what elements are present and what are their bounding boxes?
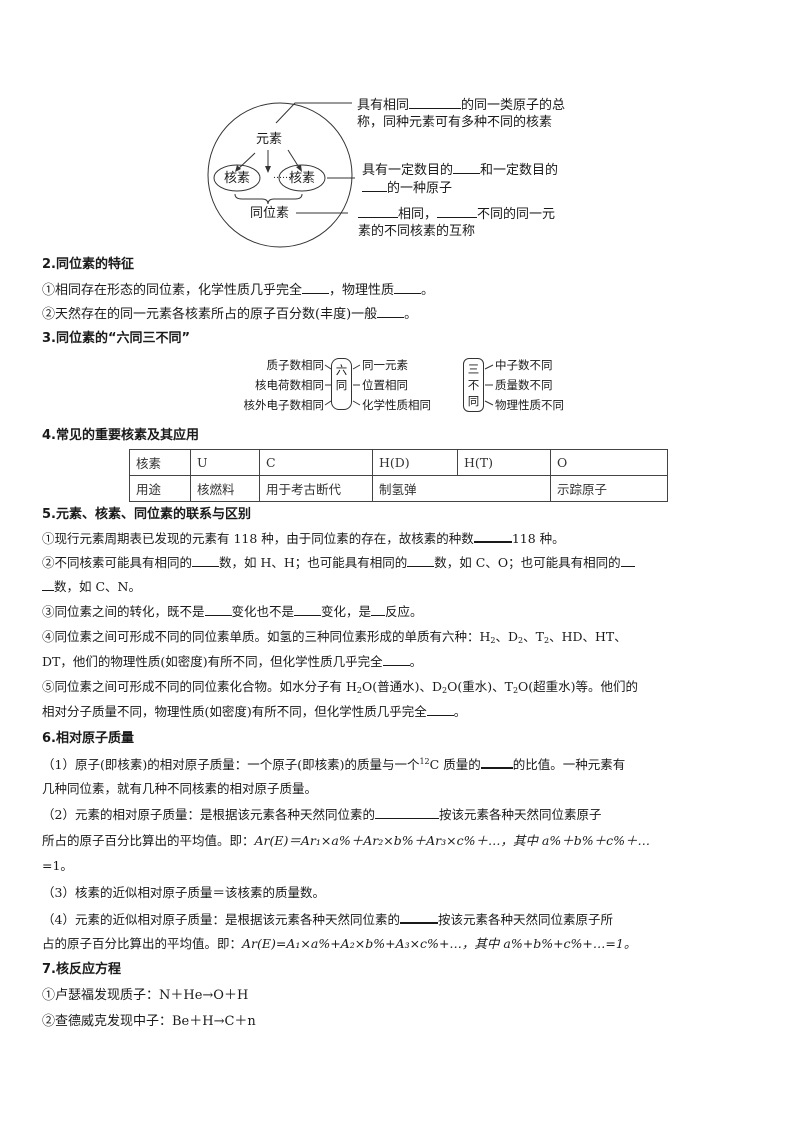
blank[interactable]: [294, 603, 322, 616]
section5-item4: ④同位素之间可形成不同的同位素单质。如氢的三种同位素形成的单质有六种：H2、D2…: [42, 629, 627, 645]
element-label: 元素: [256, 132, 283, 147]
desc3: 相同，不同的同一元 素的不同核素的互称: [358, 205, 556, 239]
section6-p1-cont: 几种同位素，就有几种不同核素的相对原子质量。: [42, 781, 318, 796]
left-item: 核电荷数相同: [255, 378, 324, 392]
desc1: 具有相同的同一类原子的总 称，同种元素可有多种不同的核素: [357, 96, 566, 130]
blank[interactable]: [620, 554, 635, 567]
blank[interactable]: [480, 755, 513, 769]
formula: Ar(E)=A₁×a%+A₂×b%+A₃×c%+…，其中 a%+b%+c%+…=…: [242, 936, 637, 951]
right-item: 同一元素: [362, 358, 408, 372]
blank[interactable]: [473, 529, 512, 543]
blank[interactable]: [394, 281, 422, 294]
three-diff-box: 三 不 同: [463, 358, 484, 412]
section2-heading: 2.同位素的特征: [42, 257, 134, 272]
section3-heading: 3.同位素的“六同三不同”: [42, 331, 191, 346]
table-row: 用途 核燃料 用于考古断代 制氢弹 示踪原子: [129, 475, 668, 502]
blank[interactable]: [407, 554, 435, 567]
nuclide-application-table: 核素 U C H(D) H(T) O 用途 核燃料 用于考古断代 制氢弹 示踪原…: [129, 449, 668, 502]
nuclide-right-label: 核素: [289, 171, 316, 186]
section5-item2: ②不同核素可能具有相同的数，如 H、H；也可能具有相同的数，如 C、O；也可能具…: [42, 554, 635, 572]
formula: Ar(E)＝Ar₁×a%＋Ar₂×b%＋Ar₃×c%＋…，其中 a%＋b%＋c%…: [254, 833, 651, 848]
right-item: 物理性质不同: [495, 398, 564, 412]
section5-item2-cont: 数，如 C、N。: [42, 578, 141, 596]
blank[interactable]: [382, 653, 410, 666]
section6-p4-cont: 占的原子百分比算出的平均值。即：Ar(E)=A₁×a%+A₂×b%+A₃×c%+…: [42, 936, 637, 951]
blank[interactable]: [302, 281, 330, 294]
section7-r2: ②查德威克发现中子：Be＋H→C＋n: [42, 1014, 256, 1029]
connector-lines: [324, 364, 494, 406]
section6-p1: （1）原子(即核素)的相对原子质量：一个原子(即核素)的质量与一个12C 质量的…: [42, 755, 626, 772]
right-item: 中子数不同: [495, 358, 553, 372]
section6-p2-end: =1。: [42, 858, 73, 873]
section5-heading: 5.元素、核素、同位素的联系与区别: [42, 507, 251, 522]
left-item: 质子数相同: [266, 358, 325, 372]
left-item: 核外电子数相同: [243, 398, 325, 412]
table-row: 核素 U C H(D) H(T) O: [129, 449, 668, 476]
blank[interactable]: [192, 554, 220, 567]
desc2: 具有一定数目的和一定数目的 的一种原子: [362, 161, 559, 196]
blank[interactable]: [42, 578, 54, 591]
nuclide-left-label: 核素: [224, 171, 251, 186]
blank[interactable]: [426, 703, 454, 716]
diagram-lines: [207, 102, 355, 248]
right-item: 化学性质相同: [362, 398, 431, 412]
section5-item5-cont: 相对分子质量不同，物理性质(如密度)有所不同，但化学性质几乎完全。: [42, 703, 467, 719]
blank[interactable]: [362, 179, 387, 192]
section6-p4: （4）元素的近似相对原子质量：是根据该元素各种天然同位素的按该元素各种天然同位素…: [42, 910, 613, 927]
section7-r1: ①卢瑟福发现质子：N＋He→O＋H: [42, 988, 249, 1003]
blank[interactable]: [358, 205, 398, 218]
six-same-box: 六 同: [331, 358, 352, 410]
section2-item2: ②天然存在的同一元素各核素所占的原子百分数(丰度)一般。: [42, 305, 418, 322]
blank[interactable]: [204, 603, 232, 616]
section6-p2-cont: 所占的原子百分比算出的平均值。即：Ar(E)＝Ar₁×a%＋Ar₂×b%＋Ar₃…: [42, 833, 651, 848]
isotope-label: 同位素: [250, 206, 290, 221]
blank[interactable]: [453, 161, 481, 174]
section6-heading: 6.相对原子质量: [42, 731, 134, 746]
blank[interactable]: [377, 305, 405, 318]
right-item: 位置相同: [362, 378, 408, 392]
section5-item4-cont: DT，他们的物理性质(如密度)有所不同，但化学性质几乎完全。: [42, 653, 423, 669]
section6-p2: （2）元素的相对原子质量：是根据该元素各种天然同位素的按该元素各种天然同位素原子: [42, 806, 602, 822]
dots: ……: [273, 171, 291, 181]
right-item: 质量数不同: [495, 378, 553, 392]
blank[interactable]: [374, 806, 439, 819]
blank[interactable]: [399, 910, 438, 924]
section4-heading: 4.常见的重要核素及其应用: [42, 428, 199, 443]
section7-heading: 7.核反应方程: [42, 962, 121, 977]
blank[interactable]: [409, 96, 462, 109]
section2-item1: ①相同存在形态的同位素，化学性质几乎完全，物理性质。: [42, 281, 435, 298]
section5-item5: ⑤同位素之间可形成不同的同位素化合物。如水分子有 H2O(普通水)、D2O(重水…: [42, 679, 639, 695]
blank[interactable]: [371, 603, 386, 616]
blank[interactable]: [437, 205, 478, 218]
section5-item3: ③同位素之间的转化，既不是变化也不是变化，是反应。: [42, 603, 423, 619]
section6-p3: （3）核素的近似相对原子质量＝该核素的质量数。: [42, 885, 325, 900]
